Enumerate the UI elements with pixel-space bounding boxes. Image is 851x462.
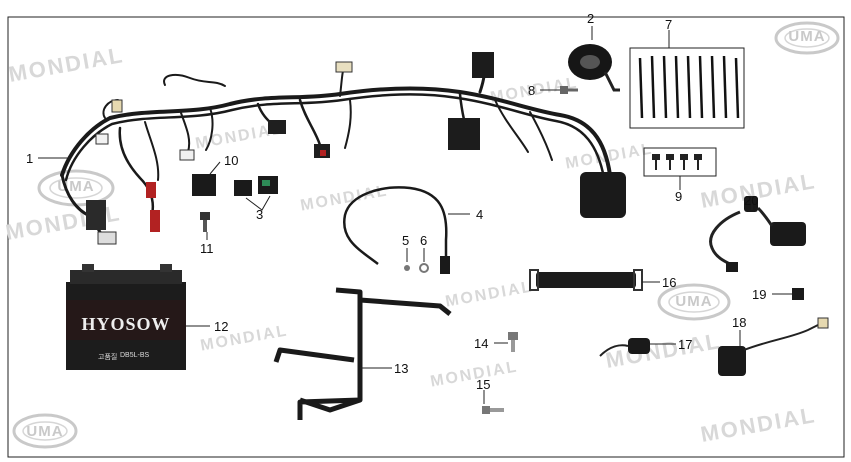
callout-5: 5 [402, 233, 410, 248]
bolt-15-part [482, 406, 504, 414]
leader-lines [38, 26, 792, 404]
uma-logo-text: UMA [26, 423, 64, 440]
bolts-part [652, 154, 702, 170]
uma-logo-text: UMA [788, 28, 826, 45]
callout-4: 4 [476, 207, 484, 222]
callout-2: 2 [587, 11, 595, 26]
battery-brand-label: HYOSOW [81, 314, 171, 334]
callout-9: 9 [675, 189, 683, 204]
callout-15: 15 [476, 377, 491, 392]
callout-16: 16 [662, 275, 677, 290]
harness-connectors [86, 52, 626, 245]
battery-part [66, 264, 186, 370]
callout-20: 20 [744, 193, 759, 208]
callout-10: 10 [224, 153, 239, 168]
callout-13: 13 [394, 361, 409, 376]
uma-logo-icon [774, 21, 840, 55]
cable-ties-part [638, 55, 740, 119]
bolt-part [200, 212, 210, 232]
bolts-box [643, 147, 717, 177]
callout-14: 14 [474, 336, 489, 351]
callout-17: 17 [678, 337, 693, 352]
screw-part [560, 86, 578, 94]
battery-model-label: DB5L-BS [120, 352, 150, 359]
uma-logo-icon [657, 283, 731, 321]
battery-strap-part [529, 269, 643, 291]
callout-19: 19 [752, 287, 767, 302]
callout-12: 12 [214, 319, 229, 334]
sensor-cable-part [342, 186, 448, 265]
battery-bracket-part [273, 287, 452, 420]
relay-pair-part [234, 176, 278, 196]
callout-3: 3 [256, 207, 264, 222]
callout-11: 11 [200, 241, 214, 256]
regulator-part [718, 317, 829, 376]
small-sensor-part [599, 338, 650, 357]
ignition-coil-part [709, 196, 806, 272]
relay-part [192, 174, 216, 196]
callout-18: 18 [732, 315, 747, 330]
bolt-14-part [508, 332, 518, 352]
callout-7: 7 [665, 17, 673, 32]
sensor-connector [440, 256, 450, 274]
cable-ties-box [629, 47, 745, 129]
uma-logo-icon [12, 413, 78, 449]
small-screw-part [404, 263, 429, 273]
callout-1: 1 [26, 151, 34, 166]
callout-8: 8 [528, 83, 536, 98]
battery-quality-label: 고품질 [98, 353, 118, 361]
connector-part [792, 288, 804, 300]
horn-part [568, 44, 620, 92]
callout-6: 6 [420, 233, 428, 248]
uma-logo-text: UMA [675, 293, 713, 310]
